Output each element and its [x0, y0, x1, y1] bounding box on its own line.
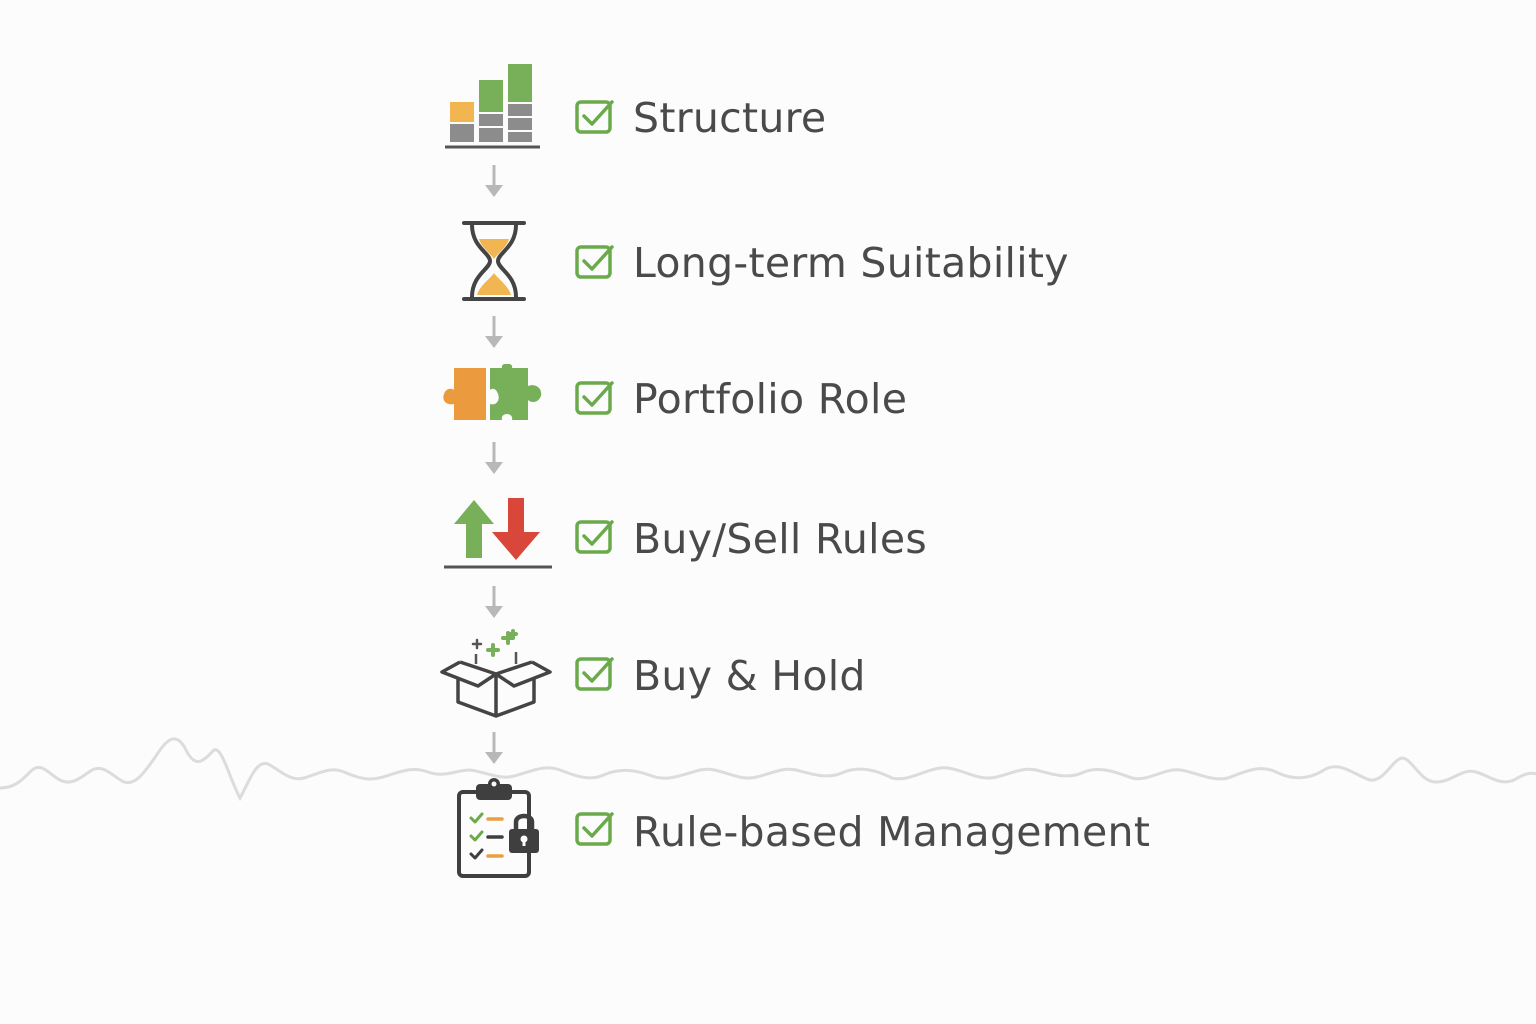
step-buy-and-hold: Buy & Hold [0, 0, 1536, 718]
connector-arrow-3 [485, 442, 503, 474]
hourglass-icon [462, 221, 526, 301]
checkbox-checked-icon [575, 657, 614, 691]
step-buy-sell-rules: Buy/Sell Rules [0, 0, 1536, 569]
clipboard-lock-icon [457, 778, 539, 878]
step-long-term-suitability: Long-term Suitability [0, 0, 1536, 301]
checkbox-checked-icon [575, 245, 614, 279]
background-wave-line [0, 737, 1536, 802]
step-label: Portfolio Role [633, 375, 908, 423]
bar-chart-icon [445, 64, 540, 149]
connector-arrow-5 [485, 732, 503, 764]
step-portfolio-role: Portfolio Role [0, 0, 1536, 420]
step-structure: Structure [0, 0, 1536, 149]
step-label: Structure [633, 94, 827, 142]
checkbox-checked-icon [575, 381, 614, 415]
buy-sell-arrows-icon [444, 498, 552, 569]
connector-arrow-1 [485, 165, 503, 197]
open-box-icon [440, 629, 552, 718]
step-label: Long-term Suitability [633, 239, 1069, 287]
step-label: Buy & Hold [633, 652, 866, 700]
connector-arrow-4 [485, 586, 503, 618]
step-label: Buy/Sell Rules [633, 515, 928, 563]
step-label: Rule-based Management [633, 808, 1151, 856]
checkbox-checked-icon [575, 812, 614, 846]
step-rule-based-management: Rule-based Management [0, 0, 1536, 878]
checkbox-checked-icon [575, 520, 614, 554]
connector-arrow-2 [485, 316, 503, 348]
checkbox-checked-icon [575, 100, 614, 134]
puzzle-icon [443, 364, 542, 420]
